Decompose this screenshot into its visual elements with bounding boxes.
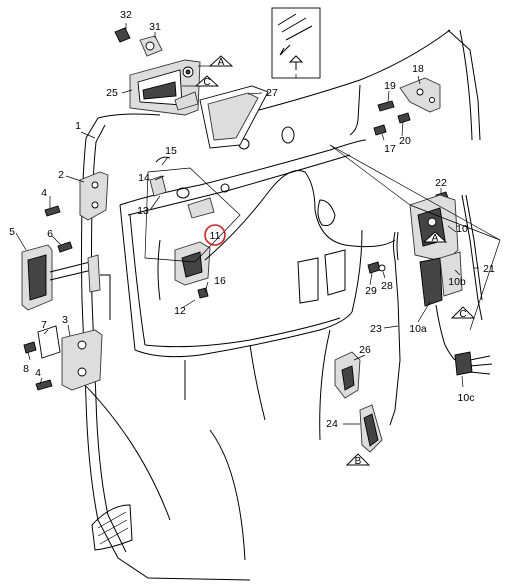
part-label-28: 28 — [381, 280, 393, 292]
part-label-18: 18 — [412, 63, 424, 75]
part-label-25: 25 — [106, 87, 118, 99]
part-label-26: 26 — [359, 344, 371, 356]
door-body — [79, 29, 481, 581]
part-label-13: 13 — [137, 205, 149, 217]
hinges — [21, 171, 109, 391]
part-label-3: 3 — [62, 314, 68, 326]
part-label-10c: 10c — [458, 392, 475, 404]
lock-cylinder-31-32 — [114, 27, 163, 57]
part-label-5: 5 — [9, 226, 15, 238]
part-label-10: 10 — [456, 223, 468, 235]
part-label-16: 16 — [214, 275, 226, 287]
part-label-14: 14 — [138, 172, 150, 184]
part-label-24: 24 — [326, 418, 338, 430]
ref-letter: C — [459, 309, 466, 320]
part-label-17: 17 — [384, 143, 396, 155]
part-label-10b: 10b — [448, 276, 466, 288]
leader-lines — [15, 23, 501, 425]
part-label-32: 32 — [120, 9, 132, 21]
reference-marker-A-right: A — [422, 231, 448, 244]
outer-handle-25 — [129, 59, 201, 116]
part-label-20: 20 — [399, 135, 411, 147]
inner-handle-11 — [149, 156, 215, 299]
reference-marker-C-right: C — [450, 306, 476, 320]
part-label-15: 15 — [165, 145, 177, 157]
part-label-23: 23 — [370, 323, 382, 335]
part-label-4-bottom: 4 — [35, 367, 41, 379]
rods-cables — [204, 170, 401, 453]
part-label-1: 1 — [75, 120, 81, 132]
part-label-7: 7 — [41, 319, 47, 331]
reference-marker-C-top: C — [182, 75, 220, 88]
part-label-10a: 10a — [409, 323, 427, 335]
ref-letter: A — [218, 57, 225, 68]
part-label-8: 8 — [23, 363, 29, 375]
bolts — [23, 100, 449, 391]
part-label-11: 11 — [210, 230, 221, 242]
part-label-31: 31 — [149, 21, 161, 33]
lock-mechanism-10 — [409, 194, 493, 376]
reference-marker-B: B — [345, 453, 371, 467]
ref-letter: A — [432, 233, 439, 244]
frame-27 — [199, 85, 269, 149]
highlight-circle — [204, 224, 226, 246]
part-label-6: 6 — [47, 228, 53, 240]
bracket-18 — [399, 77, 441, 113]
part-label-12: 12 — [174, 305, 186, 317]
ref-letter: B — [355, 456, 362, 467]
reference-marker-A-top: A — [198, 55, 234, 68]
part-label-19: 19 — [384, 80, 396, 92]
reference-box — [271, 7, 321, 79]
part-label-27: 27 — [266, 87, 278, 99]
part-label-29: 29 — [365, 285, 377, 297]
part-callouts: 32 31 25 27 1 2 4 15 14 13 5 6 11 16 12 … — [9, 9, 495, 430]
ref-letter: C — [203, 77, 210, 88]
part-label-21: 21 — [483, 263, 495, 275]
part-label-4-top: 4 — [41, 187, 47, 199]
part-label-2: 2 — [58, 169, 64, 181]
part-label-22: 22 — [435, 177, 447, 189]
